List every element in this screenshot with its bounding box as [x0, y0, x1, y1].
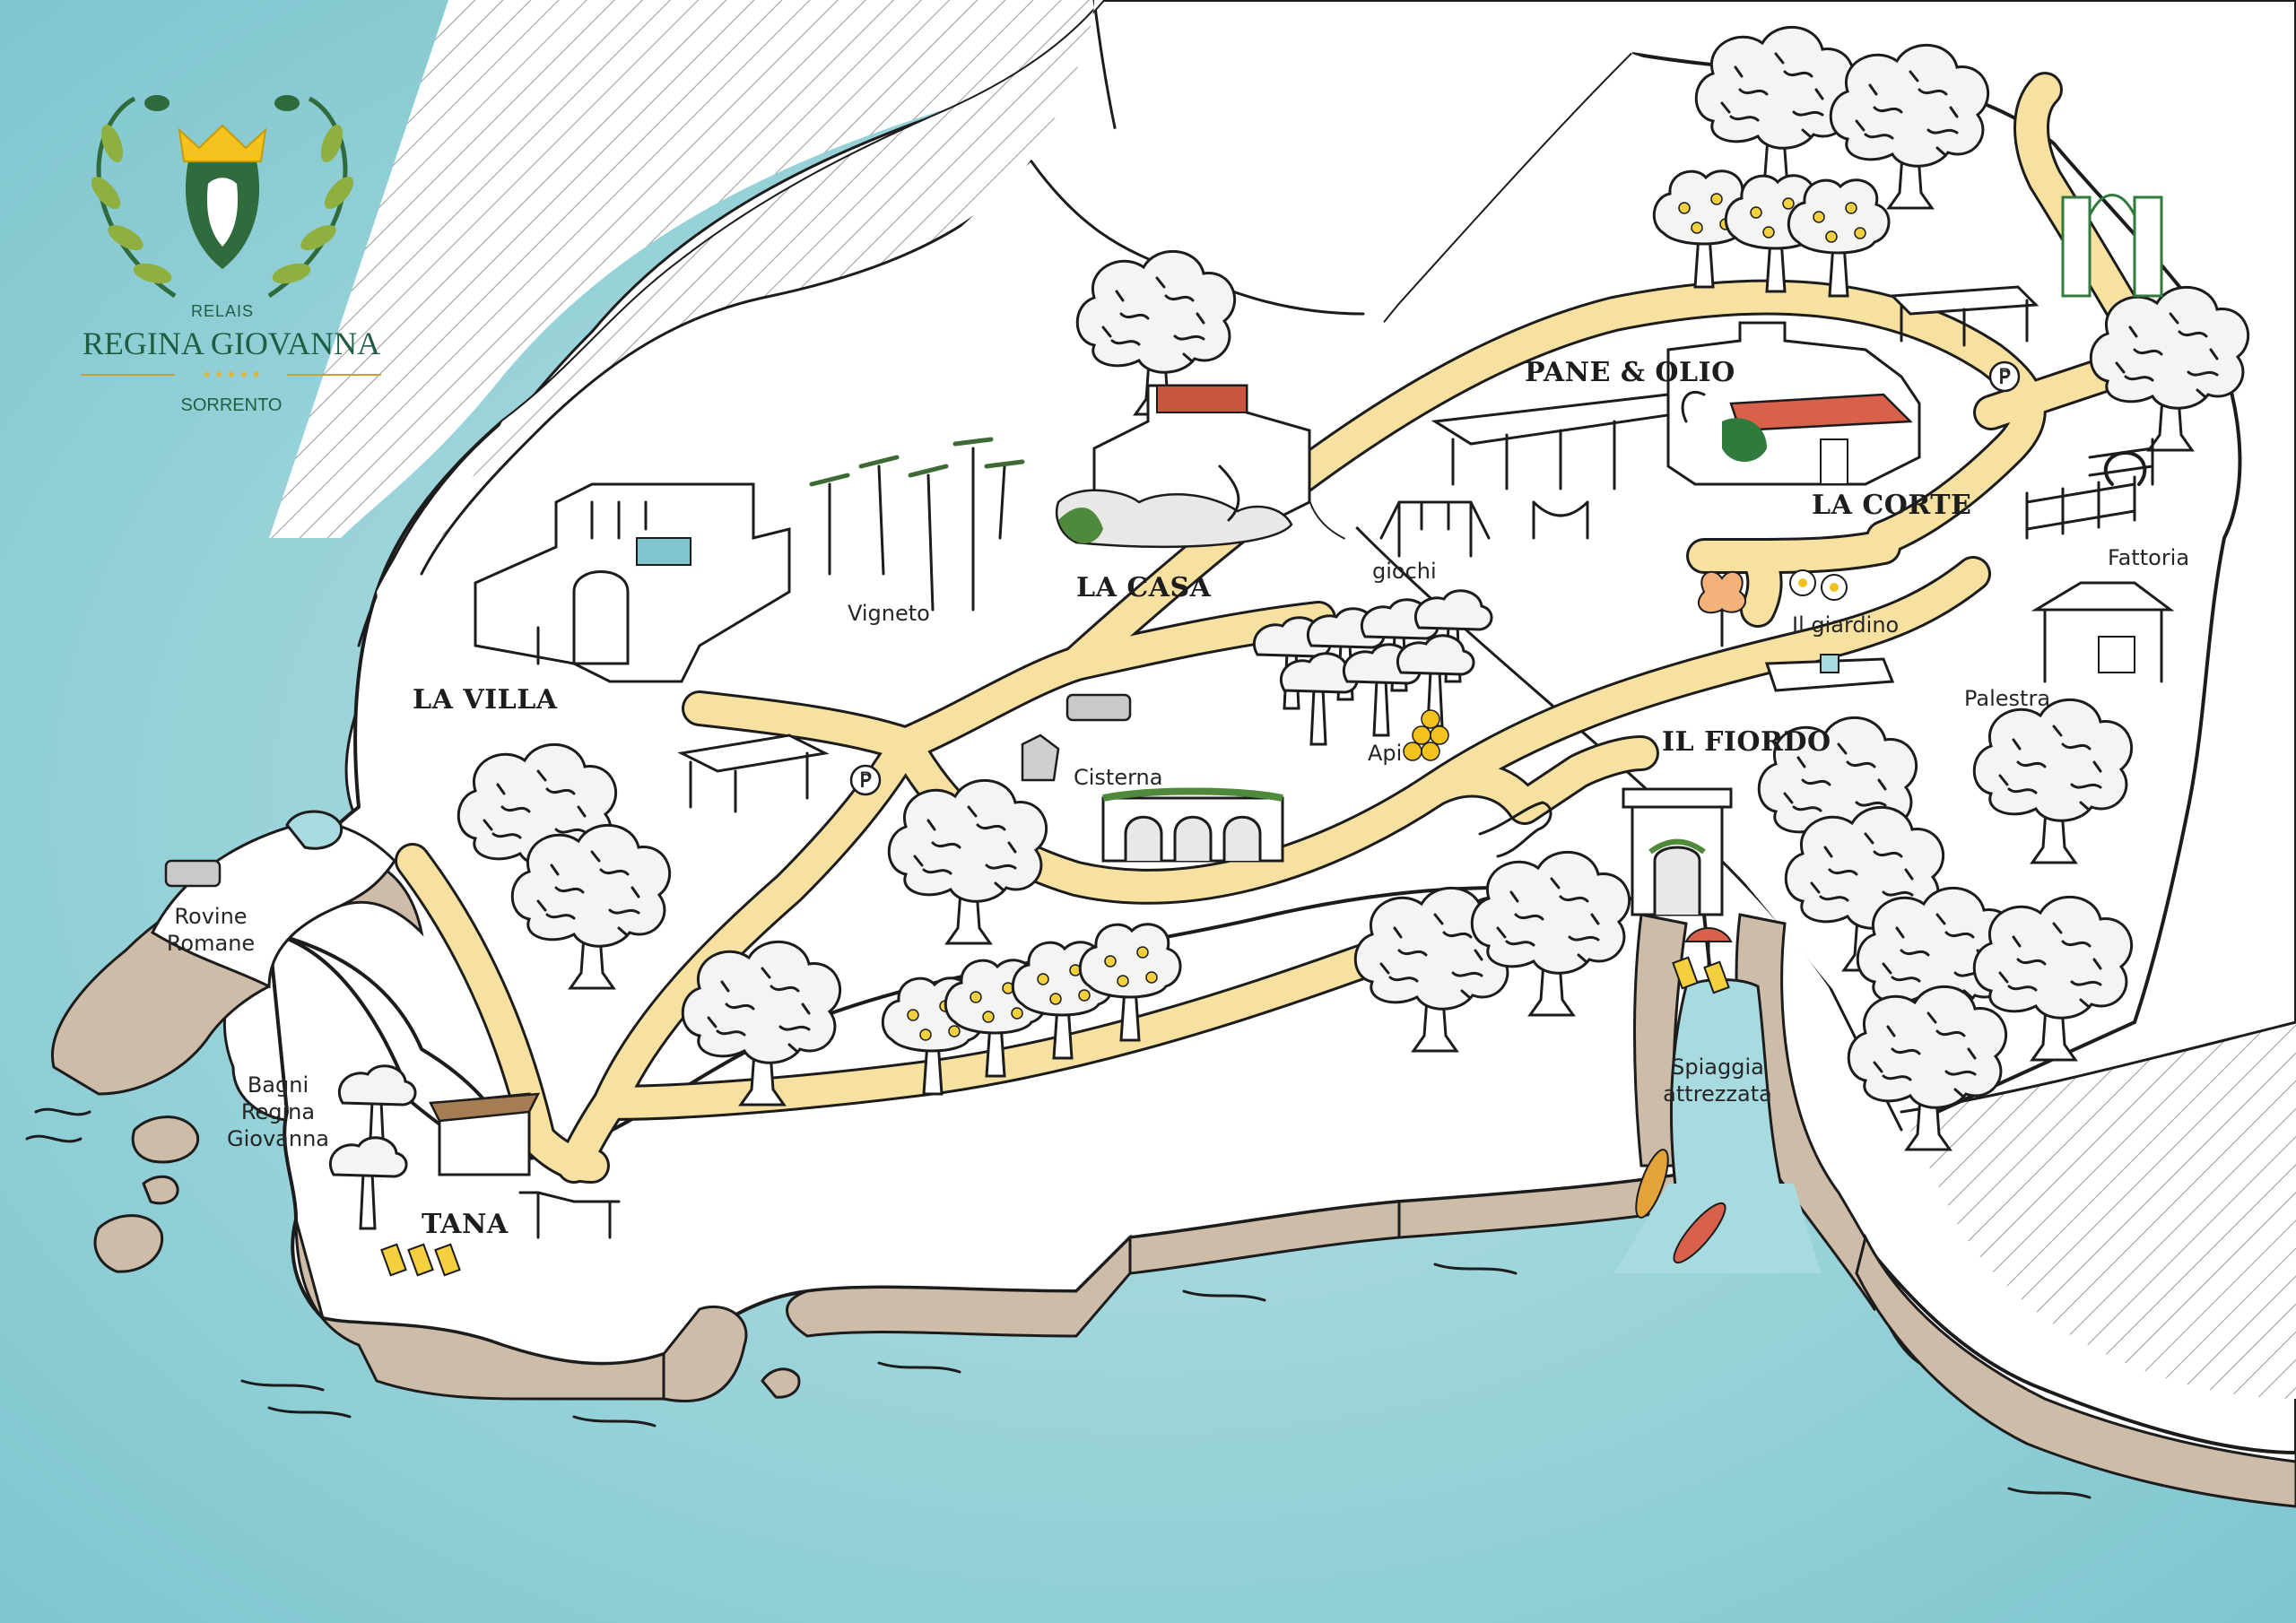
label-spiaggia-2: attrezzata [1663, 1081, 1772, 1107]
relais-logo: RELAIS REGINA GIOVANNA • • • • • SORRENT… [81, 95, 381, 415]
pergola-parking-west [677, 733, 830, 813]
label-bagni-2: Regina [241, 1099, 315, 1124]
road-network [395, 72, 2170, 1184]
logo-relais: RELAIS [191, 302, 254, 320]
label-la-casa: LA CASA [1076, 572, 1212, 603]
label-palestra: Palestra [1964, 686, 2050, 711]
crown-icon [178, 124, 267, 162]
il-fiordo-tower [1622, 787, 1733, 916]
logo-stars: • • • • • [204, 363, 260, 386]
label-giochi: giochi [1372, 559, 1437, 584]
cisterna-aqueduct [1021, 693, 1284, 863]
label-fattoria: Fattoria [2108, 545, 2189, 570]
logo-name: REGINA GIOVANNA [83, 325, 380, 361]
label-rovine-2: Romane [167, 931, 255, 956]
parking-label-west: P [859, 768, 872, 793]
label-spiaggia-1: Spiaggia [1671, 1055, 1764, 1080]
label-la-corte: LA CORTE [1812, 490, 1971, 521]
label-cisterna: Cisterna [1074, 765, 1162, 790]
label-tana: TANA [422, 1209, 509, 1240]
label-il-giardino: Il giardino [1792, 612, 1899, 638]
label-vigneto: Vigneto [848, 601, 930, 626]
label-bagni-1: Bagni [248, 1072, 309, 1098]
label-pane-olio: PANE & OLIO [1525, 357, 1735, 388]
kayaks [1635, 1149, 1726, 1264]
label-il-fiordo: IL FIORDO [1662, 726, 1831, 758]
pane-olio-building [1431, 321, 1921, 490]
entrance-gate [2061, 194, 2163, 298]
la-villa-building [474, 482, 791, 683]
wave-lines [25, 1107, 2092, 1499]
label-la-villa: LA VILLA [413, 684, 558, 716]
private-land-northwest [269, 0, 1103, 538]
parking-label-east: P [1998, 364, 2011, 389]
rovine-ruins [164, 859, 222, 888]
beach-loungers [1672, 927, 1733, 994]
fattoria-fence [2025, 438, 2154, 540]
logo-city: SORRENTO [181, 395, 283, 415]
pergola-parking-east [1889, 285, 2039, 347]
api-beehives [1403, 709, 1449, 761]
giardino-garden [1698, 569, 1895, 692]
la-casa-building [1055, 384, 1311, 549]
label-bagni-3: Giovanna [227, 1126, 329, 1151]
olive-wreath-icon [91, 95, 354, 299]
private-land-southeast [1901, 1022, 2296, 1399]
vineyard [809, 437, 1025, 612]
tana-hut [380, 1092, 621, 1277]
giochi-playground [1379, 500, 1589, 558]
palestra-pavilion [2031, 581, 2175, 683]
label-api: Api [1368, 741, 1402, 766]
fjord-water [1669, 978, 1787, 1203]
seahorse-decoration [1478, 801, 1552, 858]
label-rovine-1: Rovine [174, 904, 247, 929]
